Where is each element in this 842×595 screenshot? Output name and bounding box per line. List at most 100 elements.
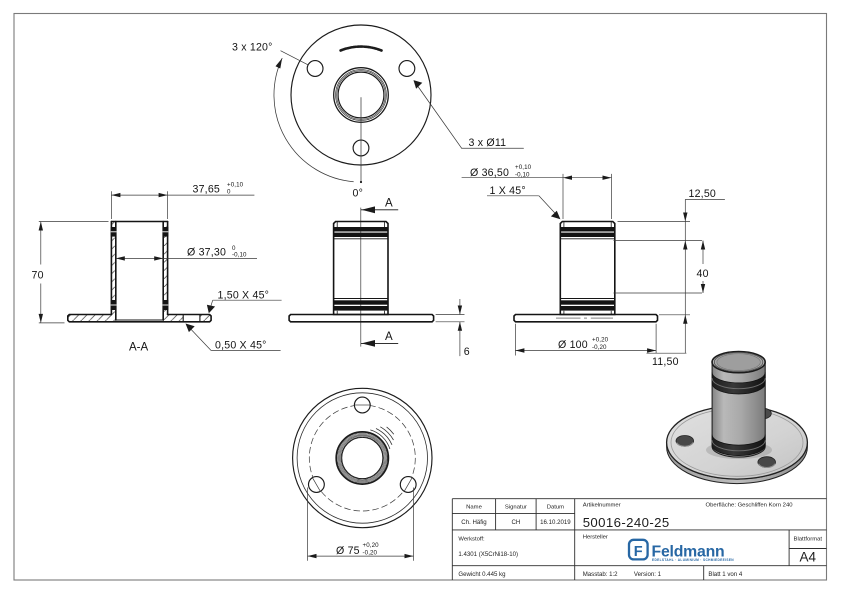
section-outline: [67, 220, 212, 323]
dim-plate-tol-up: +0,20: [592, 336, 609, 343]
tb-surface-note: Oberfläche: Geschliffen Korn 240: [706, 502, 794, 508]
top-view-hole-right: [398, 60, 416, 77]
dim-bolt-tol-low: -0,20: [363, 550, 378, 557]
dim-bolt-tol-up: +0,20: [363, 542, 380, 549]
dim-groove-diameter-text: Ø 36,50: [470, 167, 509, 179]
dim-groove-spacing: 40: [697, 240, 708, 293]
dim-top-groove-offset-text: 12,50: [689, 188, 717, 200]
feldmann-logo-icon: [627, 538, 649, 561]
dim-holes-note: 3 x Ø11: [413, 80, 524, 149]
dim-bore-tol-low: -0,10: [232, 252, 247, 259]
dim-chamfer-note-text: 1 X 45°: [490, 185, 526, 197]
dim-holes-note-text: 3 x Ø11: [469, 137, 507, 149]
laser-engraving-mark: [339, 45, 383, 52]
feldmann-logo-name: Feldmann: [652, 543, 725, 560]
dim-tube-outer-width: 37,65 +0,10 0: [111, 182, 255, 219]
dim-tube-outer-width-tol-low: 0: [227, 188, 231, 195]
side-view: Ø 36,50 +0,10 -0,10 1 X 45° 12,50: [461, 164, 725, 368]
dim-chamfer-bottom-text: 0,50 X 45°: [215, 339, 267, 351]
feldmann-logo: F Feldmann EDELSTAHL · ALUMINIUM · SCHMI…: [627, 538, 734, 562]
dim-plate-tol-low: -0,20: [592, 344, 607, 351]
tb-article-number: 50016-240-25: [583, 515, 670, 530]
iso-view: [665, 350, 809, 485]
front-body-lines: [288, 220, 435, 323]
dim-chamfer-top: 1,50 X 45°: [206, 289, 282, 314]
side-plate-outline: [513, 313, 659, 323]
bottom-view-bolt-circle: [308, 404, 416, 512]
section-letter-top: A: [385, 198, 393, 210]
side-groove-bands: [560, 227, 615, 311]
dim-total-height: 70: [32, 221, 109, 324]
tb-manufacturer-label: Hersteller: [583, 535, 608, 541]
bottom-view-flange-circle: [292, 387, 433, 529]
dim-chamfer-top-text: 1,50 X 45°: [218, 289, 270, 301]
tb-date-label: Datum: [547, 505, 564, 511]
bottom-view-chamfer-circle: [296, 392, 428, 524]
drawing-frame: [13, 12, 828, 581]
tb-weight-note: Gewicht 0.445 kg: [458, 571, 505, 578]
bottom-view: Ø 75 +0,20 -0,20: [292, 387, 433, 561]
dim-zero-text: 0°: [353, 188, 364, 200]
section-line: A A: [360, 198, 399, 347]
bottom-view-bore-outer: [335, 431, 390, 485]
dim-tube-outer-width-text: 37,65: [193, 183, 221, 195]
section-hatch-right-end: [199, 314, 212, 322]
feldmann-logo-letter: F: [634, 544, 643, 560]
dim-groove-tol-up: +0,10: [515, 164, 532, 171]
dim-plate-thickness-text: 6: [464, 346, 470, 358]
tb-name-value: Ch. Häfig: [461, 519, 486, 526]
tb-format-value: A4: [800, 550, 817, 565]
tb-scale-note: Masstab: 1:2: [583, 571, 618, 578]
dim-bore-tol-up: 0: [232, 245, 236, 252]
dim-groove-diameter: Ø 36,50 +0,10 -0,10: [461, 164, 612, 219]
iso-band-top: [711, 372, 766, 395]
dim-total-height-text: 70: [32, 270, 44, 282]
dim-bolt-pattern-angle-text: 3 x 120°: [232, 42, 273, 54]
tb-version-note: Version: 1: [634, 571, 662, 578]
dim-bore-diameter-text: Ø 37,30: [187, 247, 226, 259]
top-view-hole-left: [306, 60, 324, 77]
dim-bore-diameter: Ø 37,30 0 -0,10: [115, 245, 257, 261]
dim-chamfer-bottom: 0,50 X 45°: [185, 323, 281, 351]
dim-bolt-circle-text: Ø 75: [336, 545, 360, 557]
tb-material-value: 1.4301 (X5CrNi18-10): [458, 551, 518, 558]
dim-groove-tol-low: -0,10: [515, 171, 530, 178]
dim-bolt-circle: Ø 75 +0,20 -0,20: [307, 487, 414, 561]
tb-date-value: 16.10.2019: [540, 519, 571, 526]
title-block: Name Signatur Datum Ch. Häfig CH 16.10.2…: [451, 498, 827, 580]
dim-plate-diameter: Ø 100 +0,20 -0,20: [515, 323, 657, 356]
dim-plate-diameter-text: Ø 100: [558, 339, 588, 351]
top-view: 3 x 120° 0° 3 x Ø11: [232, 24, 524, 200]
tb-sheet-note: Blatt 1 von 4: [708, 571, 742, 578]
dim-chamfer-note: 1 X 45°: [487, 185, 561, 220]
dim-plate-edge-height: 11,50: [646, 314, 688, 368]
bottom-view-bore-inner: [341, 436, 384, 480]
iso-band-bottom: [711, 434, 766, 456]
title-block-grid: [451, 498, 827, 580]
tb-material-label: Werkstoff:: [458, 537, 485, 543]
tb-name-label: Name: [466, 505, 482, 511]
dim-zero-reference: 0°: [353, 97, 364, 200]
section-groove-gaps: [110, 231, 169, 306]
section-view-aa: 37,65 +0,10 0 Ø 37,30 0 -0,10 70: [32, 182, 282, 354]
front-groove-bands: [333, 227, 388, 311]
tb-signature-label: Signatur: [505, 505, 527, 511]
dim-top-groove-offset: 12,50: [683, 188, 725, 354]
tb-signature-value: CH: [511, 519, 520, 526]
section-hatch-left: [67, 221, 116, 322]
tb-article-label: Artikelnummer: [583, 502, 621, 508]
tb-format-label: Blattformat: [794, 537, 823, 543]
bottom-view-finish-arcs: [370, 426, 395, 450]
dim-tube-outer-width-tol-up: +0,10: [227, 182, 244, 189]
dim-bolt-pattern-angle: 3 x 120°: [232, 42, 354, 183]
side-body-lines: [513, 220, 659, 323]
feldmann-logo-tagline: EDELSTAHL · ALUMINIUM · SCHMIEDEEISEN: [652, 558, 734, 562]
section-view-label: A-A: [129, 342, 149, 354]
section-letter-bottom: A: [385, 331, 393, 343]
dim-plate-edge-height-text: 11,50: [652, 356, 679, 368]
front-plate-outline: [288, 313, 435, 323]
front-view: A A: [288, 198, 470, 358]
dim-plate-thickness: 6: [435, 299, 470, 358]
